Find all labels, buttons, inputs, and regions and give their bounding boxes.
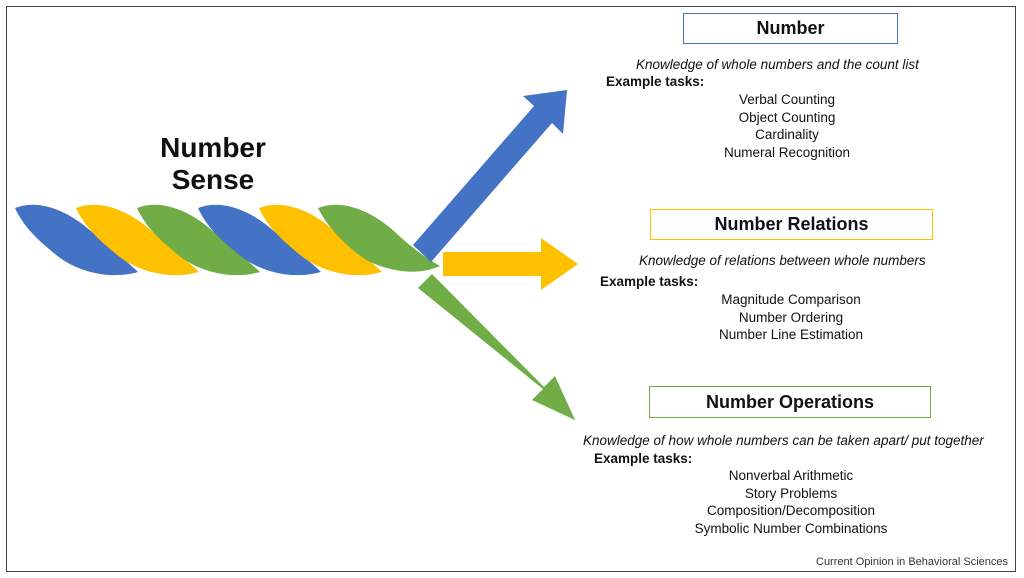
number-relations-description: Knowledge of relations between whole num… [639, 253, 926, 268]
number-operations-heading: Number Operations [705, 392, 875, 412]
title-line-2: Sense [171, 164, 255, 195]
rope-strand-4 [198, 204, 321, 276]
number-heading-box: Number [683, 13, 898, 44]
rope [15, 204, 440, 276]
task-item: Symbolic Number Combinations [694, 520, 888, 536]
figure-frame [6, 6, 1016, 572]
task-item: Object Counting [738, 109, 836, 125]
number-description: Knowledge of whole numbers and the count… [636, 57, 919, 72]
arrow-number-operations [418, 274, 575, 420]
number-relations-heading: Number Relations [714, 214, 869, 234]
task-item: Number Ordering [738, 309, 844, 325]
rope-strand-6 [318, 204, 440, 272]
arrow-number [413, 90, 567, 262]
number-relations-example-label: Example tasks: [600, 274, 699, 289]
task-item: Composition/Decomposition [706, 503, 876, 518]
number-task-list: Verbal Counting Object Counting Cardinal… [697, 91, 877, 161]
source-credit: Current Opinion in Behavioral Sciences [816, 556, 1008, 568]
task-item: Cardinality [755, 127, 819, 142]
rope-strand-1 [15, 204, 138, 276]
rope-strand-3 [137, 204, 260, 276]
number-operations-heading-box: Number Operations [649, 386, 931, 418]
task-item: Magnitude Comparison [721, 292, 861, 307]
title-line-1: Number [160, 132, 266, 163]
number-operations-task-list: Nonverbal Arithmetic Story Problems Comp… [676, 467, 906, 537]
task-item: Verbal Counting [738, 92, 836, 107]
task-item: Numeral Recognition [723, 144, 851, 160]
task-item: Story Problems [744, 485, 838, 501]
rope-strand-5 [259, 204, 382, 276]
number-heading: Number [756, 18, 825, 38]
number-example-label: Example tasks: [606, 74, 705, 89]
task-item: Nonverbal Arithmetic [728, 468, 854, 483]
number-relations-heading-box: Number Relations [650, 209, 933, 240]
rope-strand-2 [76, 204, 199, 276]
number-operations-example-label: Example tasks: [594, 451, 693, 466]
arrow-number-relations [443, 238, 578, 290]
number-operations-description: Knowledge of how whole numbers can be ta… [583, 433, 984, 448]
number-sense-title: Number Sense [138, 132, 288, 196]
task-item: Number Line Estimation [718, 327, 864, 342]
number-relations-task-list: Magnitude Comparison Number Ordering Num… [691, 291, 891, 344]
